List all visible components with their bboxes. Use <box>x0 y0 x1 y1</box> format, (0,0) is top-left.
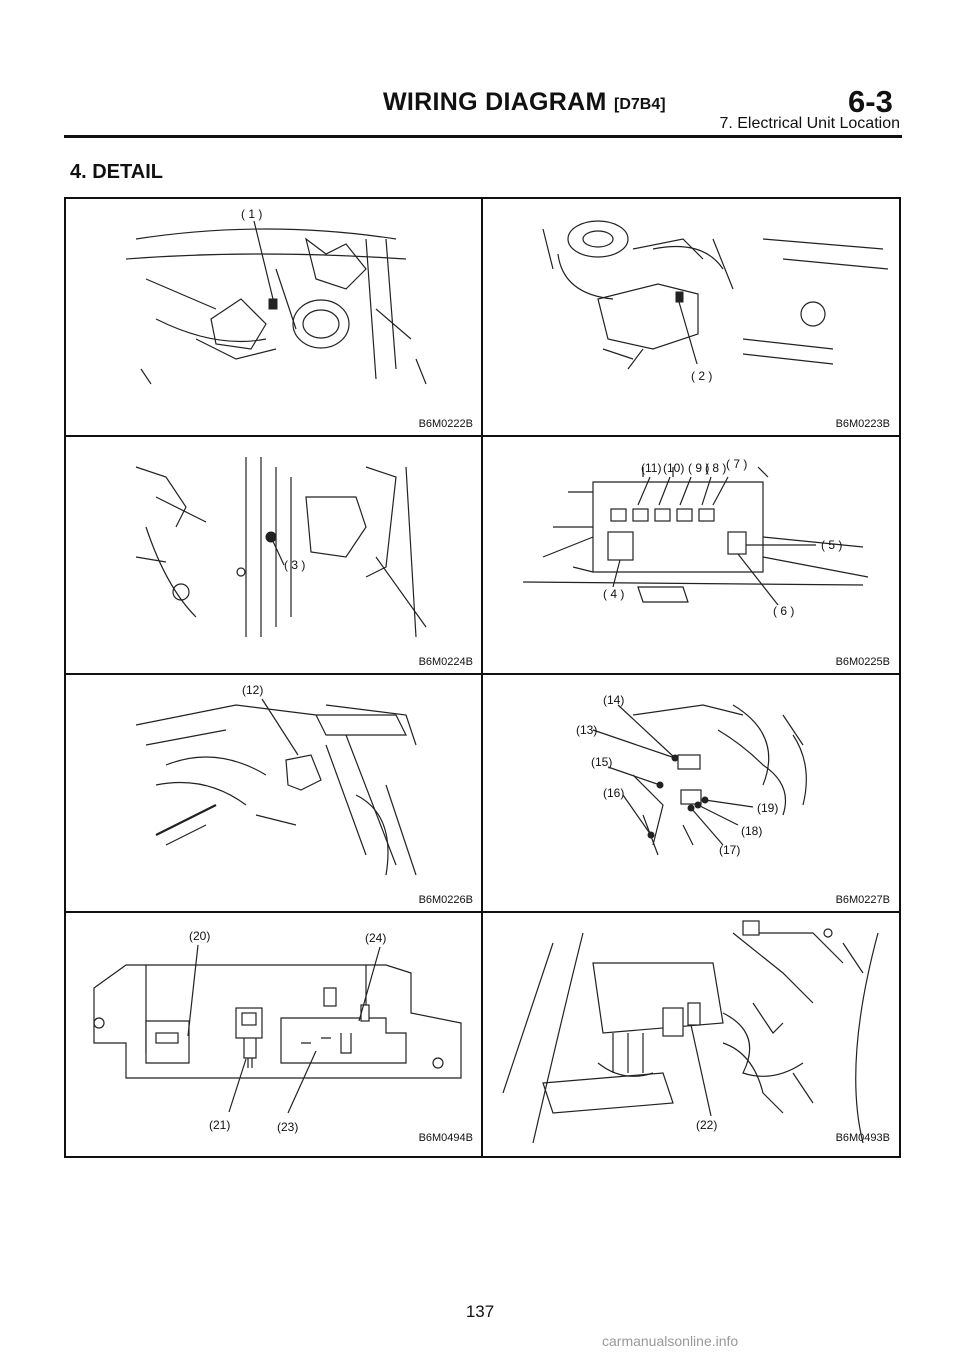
callout-14: (14) <box>603 693 625 707</box>
header-code: [D7B4] <box>614 96 666 113</box>
figure-code: B6M0226B <box>418 894 473 906</box>
callout-12: (12) <box>242 683 264 697</box>
grid-divider-vertical <box>481 197 483 1158</box>
figure-panel-b6m0494b: (20) (24) (21) (23) B6M0494B <box>66 913 481 1150</box>
callout-22: (22) <box>696 1118 718 1132</box>
callout-2: ( 2 ) <box>691 369 713 383</box>
callout-15: (15) <box>591 755 613 769</box>
figure-code: B6M0223B <box>835 418 890 430</box>
callout-23: (23) <box>277 1120 299 1134</box>
callout-11: (11) <box>641 461 662 475</box>
figure-panel-b6m0222b: ( 1 ) B6M0222B <box>66 199 481 436</box>
section-title: 4. DETAIL <box>70 161 163 183</box>
callout-1: ( 1 ) <box>241 207 263 221</box>
header-subtitle: 7. Electrical Unit Location <box>719 115 900 132</box>
steering-column-illustration <box>135 457 427 638</box>
engine-bay-illustration <box>125 220 427 385</box>
callout-16: (16) <box>603 786 625 800</box>
figure-panel-b6m0224b: ( 3 ) B6M0224B <box>66 437 481 674</box>
figure-code: B6M0227B <box>835 894 890 906</box>
connector-cluster-illustration <box>592 704 807 856</box>
callout-21: (21) <box>209 1118 231 1132</box>
callout-17: (17) <box>719 843 741 857</box>
relay-bracket-illustration <box>93 944 462 1114</box>
callout-19: (19) <box>757 801 779 815</box>
figure-code: B6M0222B <box>418 418 473 430</box>
page-number: 137 <box>465 1302 495 1321</box>
lower-dash-harness-illustration <box>502 920 879 1144</box>
callout-4: ( 4 ) <box>603 587 625 601</box>
grid-divider-row-1 <box>64 435 901 437</box>
callout-8: ( 8 ) <box>705 461 727 475</box>
callout-5: ( 5 ) <box>821 538 843 552</box>
header-title: WIRING DIAGRAM <box>383 88 607 116</box>
figure-code: B6M0494B <box>418 1132 473 1144</box>
header-section-number: 6-3 <box>848 84 893 119</box>
figure-panel-b6m0225b: (11) (10) ( 9 ) ( 8 ) ( 7 ) ( 5 ) ( 4 ) … <box>483 437 898 674</box>
watermark: carmanualsonline.info <box>602 1333 739 1349</box>
figure-panel-b6m0493b: (22) B6M0493B <box>483 913 898 1150</box>
brake-master-cylinder-illustration <box>542 220 889 370</box>
callout-20: (20) <box>189 929 211 943</box>
figure-panel-b6m0223b: ( 2 ) B6M0223B <box>483 199 898 436</box>
callout-9: ( 9 ) <box>688 461 710 475</box>
grid-divider-row-2 <box>64 673 901 675</box>
header-rule <box>64 135 902 138</box>
callout-18: (18) <box>741 824 763 838</box>
figure-code: B6M0224B <box>418 656 473 668</box>
figure-panel-b6m0227b: (14) (13) (15) (16) (19) (18) (17) B6M02… <box>483 675 898 912</box>
dashboard-underside-illustration <box>135 698 417 876</box>
figure-code: B6M0225B <box>835 656 890 668</box>
grid-divider-row-3 <box>64 911 901 913</box>
callout-3: ( 3 ) <box>284 558 306 572</box>
callout-24: (24) <box>365 931 387 945</box>
fuse-relay-box-illustration <box>522 466 869 606</box>
figure-panel-b6m0226b: (12) B6M0226B <box>66 675 481 912</box>
callout-7: ( 7 ) <box>726 457 748 471</box>
figure-code: B6M0493B <box>835 1132 890 1144</box>
callout-13: (13) <box>576 723 598 737</box>
callout-10: (10) <box>663 461 685 475</box>
callout-6: ( 6 ) <box>773 604 795 618</box>
